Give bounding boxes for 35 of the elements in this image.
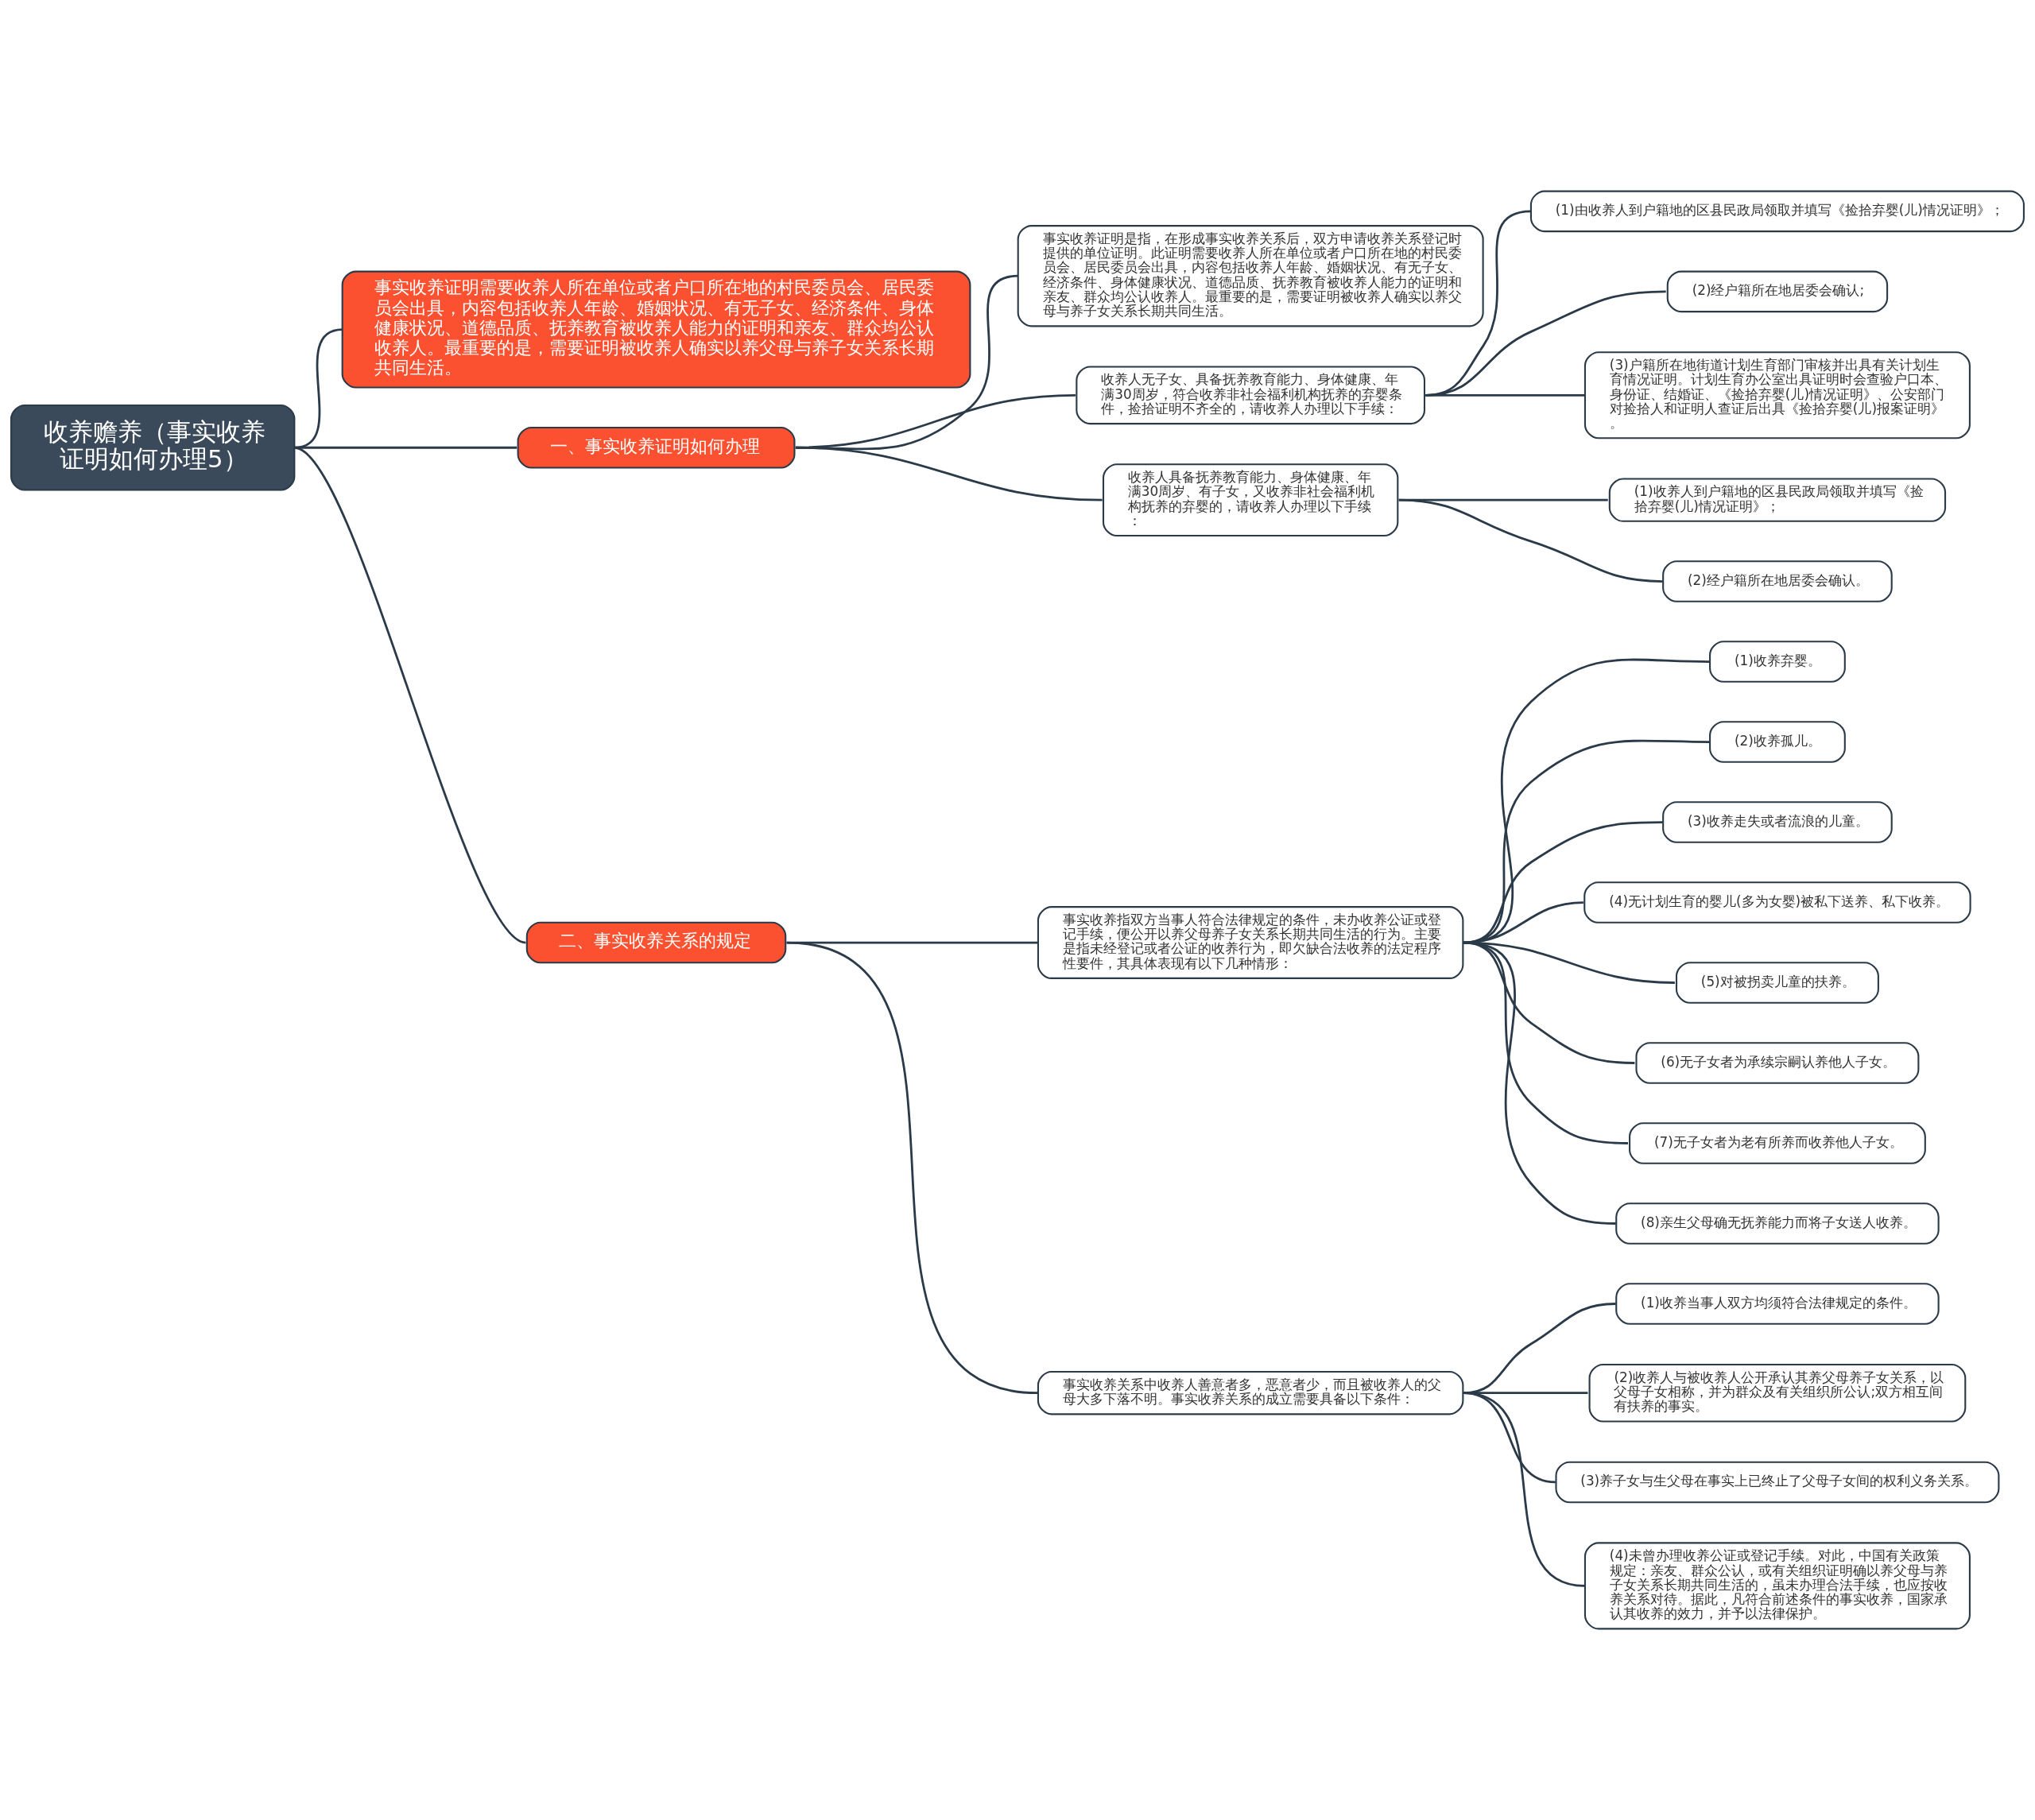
node-box: (3)户籍所在地街道计划生育部门审核并出具有关计划生育情况证明。计划生育办公室出具证明时会查验户口本、身份证、结婚证、《捡拾弃婴(儿)情况证明》、公安部门对捡拾人和证明人查证后出具《捡拾弃婴(儿)报案证明》。 bbox=[1583, 351, 1971, 440]
node-box: (3)收养走失或者流浪的儿童。 bbox=[1662, 801, 1893, 843]
node-box: (4)无计划生育的婴儿(多为女婴)被私下送养、私下收养。 bbox=[1583, 881, 1971, 924]
node-box: (4)未曾办理收养公证或登记手续。对此，中国有关政策规定：亲友、群众公认，或有关组织证明确以养父母与养子女关系长期共同生活的，虽未办理合法手续，也应按收养关系对待。据此，凡符合前述条件的事实收养，国家承认其收养的效力，并予以法律保护。 bbox=[1583, 1542, 1971, 1630]
node-box: 收养赡养（事实收养证明如何办理5） bbox=[10, 404, 296, 491]
connector bbox=[1425, 393, 1585, 397]
connector bbox=[795, 446, 1103, 501]
node-box: 一、事实收养证明如何办理 bbox=[517, 426, 796, 469]
node-box: 事实收养指双方当事人符合法律规定的条件，未办收养公证或登记手续，便公开以养父母养子女关系长期共同生活的行为。主要是指未经登记或者公证的收养行为，即欠缺合法收养的法定程序性要件，其具体表现有以下几种情形： bbox=[1037, 906, 1464, 979]
node-box: 二、事实收养关系的规定 bbox=[525, 921, 787, 964]
node-box: (1)收养人到户籍地的区县民政局领取并填写《捡拾弃婴(儿)情况证明》； bbox=[1608, 478, 1947, 522]
connector bbox=[786, 941, 1038, 1395]
node-box: 事实收养关系中收养人善意者多，恶意者少，而且被收养人的父母大多下落不明。事实收养关系的成立需要具备以下条件： bbox=[1037, 1371, 1464, 1415]
node-box: (8)亲生父母确无抚养能力而将子女送人收养。 bbox=[1615, 1202, 1940, 1245]
connector bbox=[1463, 901, 1583, 944]
connector bbox=[1398, 498, 1663, 583]
node-box: 事实收养证明是指，在形成事实收养关系后，双方申请收养关系登记时提供的单位证明。此证明需要收养人所在单位或者户口所在地的村民委员会、居民委员会出具，内容包括收养人年龄、婚姻状况、有无子女、经济条件、身体健康状况、道德品质、抚养教育被收养人能力的证明和亲友、群众均公认收养人。最重要的是，需要证明被收养人确实以养父母与养子女关系长期共同生活。 bbox=[1017, 225, 1484, 327]
node-box: (2)收养人与被收养人公开承认其养父母养子女关系，以父母子女相称，并为群众及有关组织所公认;双方相互间有扶养的事实。 bbox=[1588, 1363, 1967, 1423]
connector bbox=[1463, 941, 1628, 1144]
node-box: (7)无子女者为老有所养而收养他人子女。 bbox=[1629, 1122, 1926, 1164]
node-box: (2)经户籍所在地居委会确认。 bbox=[1662, 560, 1893, 602]
node-box: (1)由收养人到户籍地的区县民政局领取并填写《捡拾弃婴(儿)情况证明》； bbox=[1529, 190, 2025, 233]
connector bbox=[293, 447, 527, 944]
node-box: (6)无子女者为承续宗嗣认养他人子女。 bbox=[1635, 1042, 1920, 1084]
connector bbox=[1463, 1392, 1585, 1587]
node-box: (2)收养孤儿。 bbox=[1709, 721, 1846, 763]
node-box: (1)收养当事人双方均须符合法律规定的条件。 bbox=[1615, 1283, 1940, 1325]
node-box: 收养人具备抚养教育能力、身体健康、年满30周岁、有子女，又收养非社会福利机构抚养的弃婴的，请收养人办理以下手续： bbox=[1102, 463, 1399, 537]
node-box: 事实收养证明需要收养人所在单位或者户口所在地的村民委员会、居民委员会出具，内容包括收养人年龄、婚姻状况、有无子女、经济条件、身体健康状况、道德品质、抚养教育被收养人能力的证明和亲友、群众均公认收养人。最重要的是，需要证明被收养人确实以养父母与养子女关系长期共同生活。 bbox=[341, 270, 971, 389]
node-box: (3)养子女与生父母在事实上已终止了父母子女间的权利义务关系。 bbox=[1555, 1461, 2000, 1504]
node-box: (1)收养弃婴。 bbox=[1709, 641, 1846, 683]
connector bbox=[1425, 290, 1666, 397]
node-box: 收养人无子女、具备抚养教育能力、身体健康、年满30周岁，符合收养非社会福利机构抚养的弃婴条件，捡拾证明不齐全的，请收养人办理以下手续： bbox=[1076, 366, 1426, 425]
node-box: (5)对被拐卖儿童的扶养。 bbox=[1675, 962, 1879, 1004]
node-box: (2)经户籍所在地居委会确认; bbox=[1666, 270, 1889, 313]
